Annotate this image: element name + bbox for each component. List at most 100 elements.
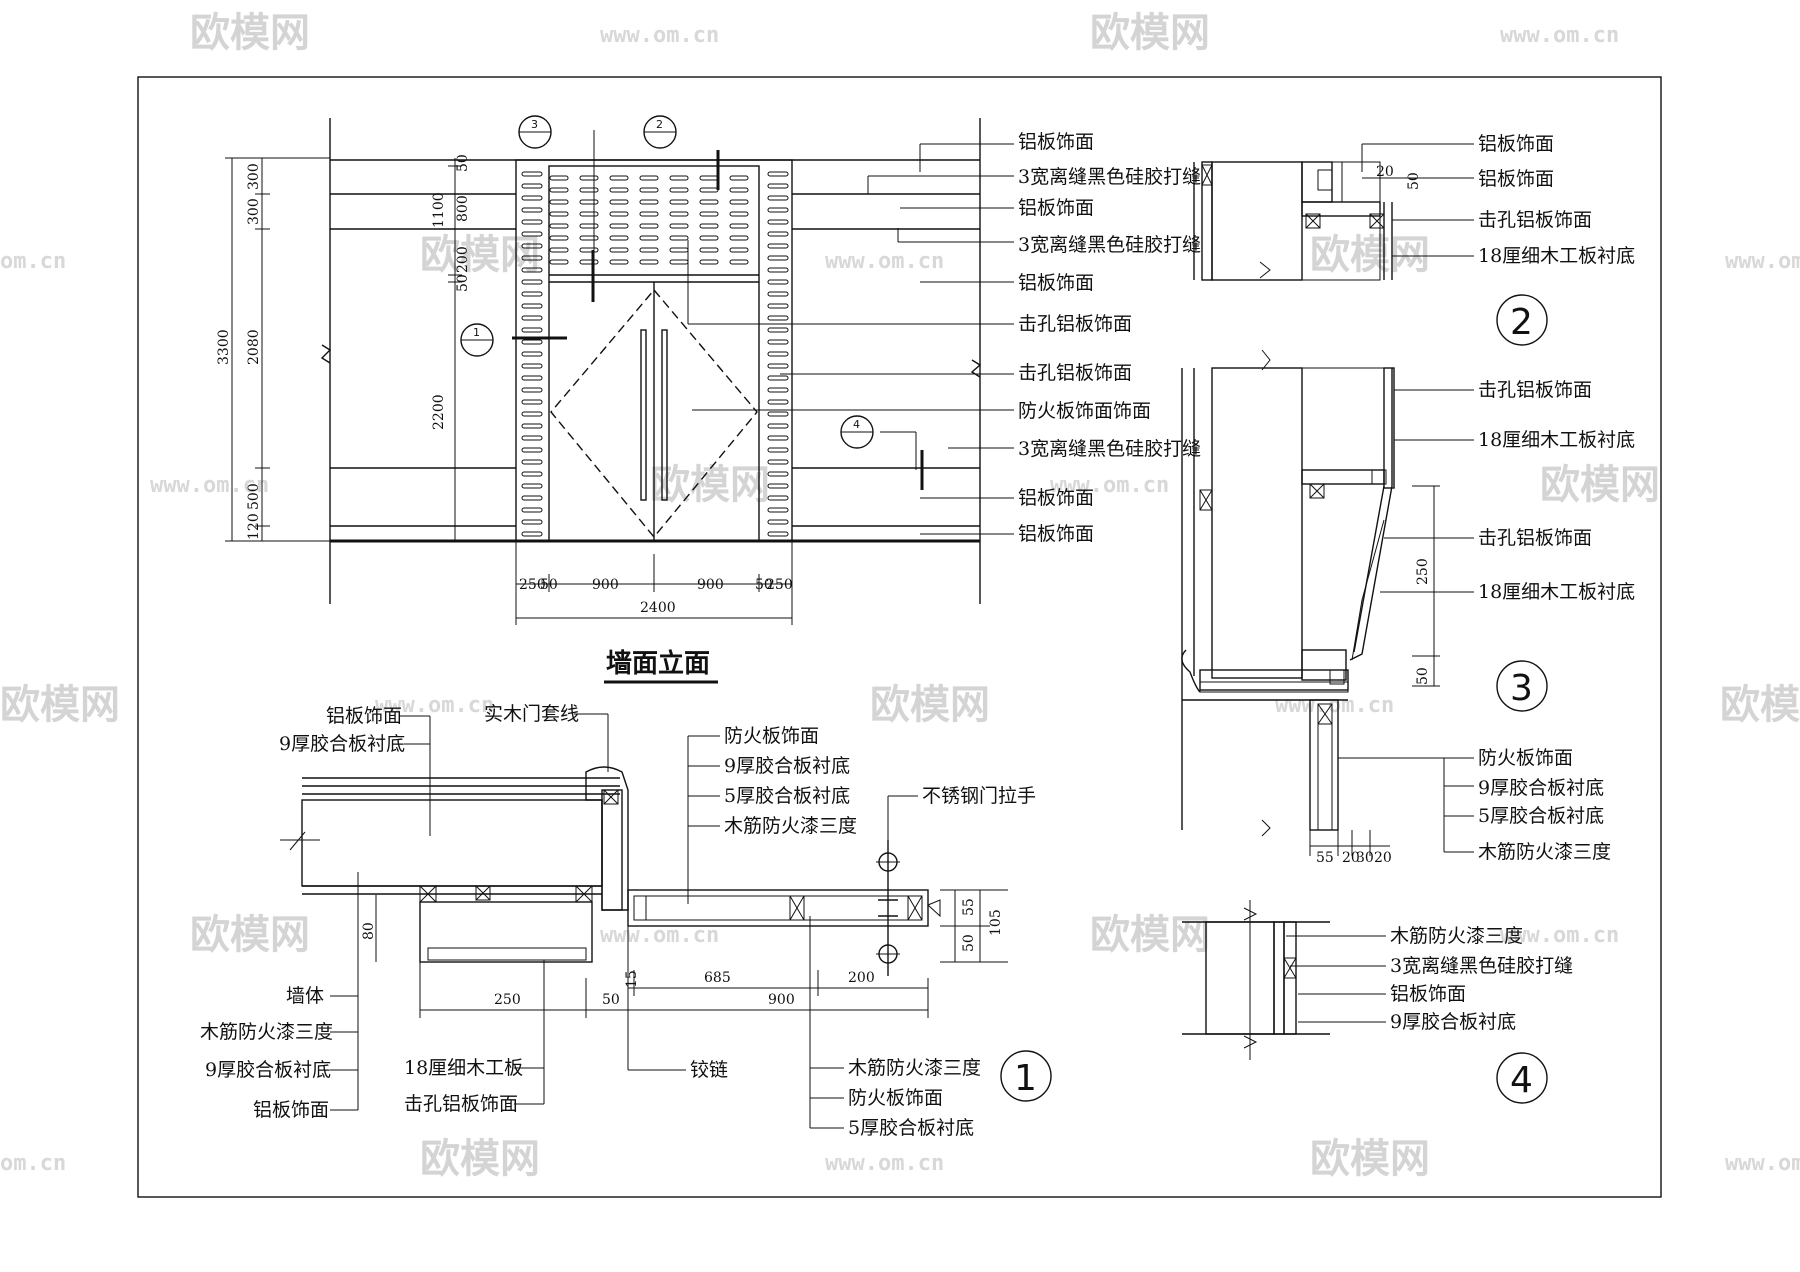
perforation-slot: [521, 363, 543, 369]
watermark-url: om.cn: [0, 1151, 66, 1176]
perforation-slot: [767, 471, 789, 477]
svg-text:欧模网: 欧模网: [0, 682, 120, 728]
perforation-slot: [609, 247, 629, 253]
svg-text:欧模网: 欧模网: [650, 462, 770, 508]
perforation-slot: [767, 243, 789, 249]
perforation-slot: [579, 259, 599, 265]
perforation-slot: [699, 259, 719, 265]
svg-text:3宽离缝黑色硅胶打缝: 3宽离缝黑色硅胶打缝: [1390, 955, 1573, 977]
detail-1: 1 80 250 50 900 15 685 200 55 50 105 铝板饰…: [200, 703, 1052, 1139]
watermark-url: www.om.cn: [375, 693, 494, 718]
detail-2: 20 50 铝板饰面 铝板饰面 击孔铝板饰面 18厘细木工板衬底 2: [1193, 133, 1635, 346]
perforation-slot: [767, 267, 789, 273]
watermark-logo: 欧模网: [1720, 682, 1800, 728]
svg-text:欧模网: 欧模网: [420, 1136, 540, 1182]
svg-text:300: 300: [246, 198, 262, 225]
perforation-slot: [521, 231, 543, 237]
perforation-slot: [521, 207, 543, 213]
perforation-slot: [767, 339, 789, 345]
perforation-slot: [767, 219, 789, 225]
perforation-slot: [767, 447, 789, 453]
watermark-logo: 欧模网: [1090, 912, 1210, 958]
elevation-bottom-dimensions: 250 50 900 900 50 250 2400: [515, 541, 793, 625]
svg-text:18厘细木工板衬底: 18厘细木工板衬底: [1478, 429, 1635, 451]
perforation-slot: [729, 235, 749, 241]
svg-text:墙体: 墙体: [286, 985, 324, 1007]
svg-text:9厚胶合板衬底: 9厚胶合板衬底: [205, 1059, 331, 1081]
watermark-logo: 欧模网: [0, 682, 120, 728]
svg-text:防火板饰面饰面: 防火板饰面饰面: [1018, 400, 1151, 422]
svg-text:9厚胶合板衬底: 9厚胶合板衬底: [724, 755, 850, 777]
wall-elevation: 3 2 1 4 3300: [216, 115, 1201, 684]
svg-text:50: 50: [455, 154, 471, 172]
watermark-url: www.om.cn: [600, 923, 719, 948]
svg-text:铝板饰面: 铝板饰面: [1390, 983, 1466, 1005]
svg-text:3宽离缝黑色硅胶打缝: 3宽离缝黑色硅胶打缝: [1018, 234, 1201, 256]
detail-4: 木筋防火漆三度 3宽离缝黑色硅胶打缝 铝板饰面 9厚胶合板衬底 4: [1182, 900, 1573, 1104]
perforation-slot: [729, 187, 749, 193]
svg-text:4: 4: [853, 418, 860, 431]
perforation-slot: [699, 211, 719, 217]
perforation-slot: [521, 315, 543, 321]
svg-text:50: 50: [455, 274, 471, 292]
svg-text:5厚胶合板衬底: 5厚胶合板衬底: [848, 1117, 974, 1139]
perforated-panel-right: [767, 171, 789, 537]
svg-text:3300: 3300: [216, 329, 232, 365]
watermark-url: www.om.cn: [150, 473, 269, 498]
watermark-logo: 欧模网: [420, 232, 540, 278]
watermark-url: www.om.cn: [600, 23, 719, 48]
perforation-slot: [521, 219, 543, 225]
perforation-slot: [729, 175, 749, 181]
perforation-slot: [639, 235, 659, 241]
perforation-slot: [767, 303, 789, 309]
perforation-slot: [521, 495, 543, 501]
svg-text:50: 50: [961, 934, 977, 952]
perforation-slot: [639, 223, 659, 229]
svg-text:木筋防火漆三度: 木筋防火漆三度: [848, 1057, 981, 1079]
svg-text:50: 50: [755, 577, 773, 593]
svg-text:3宽离缝黑色硅胶打缝: 3宽离缝黑色硅胶打缝: [1018, 166, 1201, 188]
watermark-url: www.om.cn: [1725, 249, 1800, 274]
svg-text:防火板饰面: 防火板饰面: [848, 1087, 943, 1109]
callout-2: 2: [643, 115, 677, 149]
watermarks: 欧模网 欧模网 欧模网 欧模网 欧模网 欧模网 欧模网 欧模网 欧模网 欧模网 …: [0, 10, 1800, 1182]
perforation-slot: [521, 279, 543, 285]
svg-text:击孔铝板饰面: 击孔铝板饰面: [1018, 313, 1132, 335]
svg-text:900: 900: [592, 577, 619, 593]
svg-text:击孔铝板饰面: 击孔铝板饰面: [404, 1093, 518, 1115]
watermark-url: om.cn: [0, 249, 66, 274]
perforation-slot: [521, 171, 543, 177]
svg-text:250: 250: [494, 992, 521, 1008]
svg-text:欧模网: 欧模网: [870, 682, 990, 728]
svg-text:欧模网: 欧模网: [420, 232, 540, 278]
perforation-slot: [669, 175, 689, 181]
watermark-logo: 欧模网: [420, 1136, 540, 1182]
watermark-url: www.om.cn: [825, 1151, 944, 1176]
svg-text:250: 250: [766, 577, 793, 593]
perforation-slot: [521, 411, 543, 417]
perforation-slot: [549, 259, 569, 265]
svg-text:铝板饰面: 铝板饰面: [1478, 168, 1554, 190]
perforation-slot: [521, 255, 543, 261]
detail-3-number: 3: [1510, 668, 1533, 709]
svg-text:欧模网: 欧模网: [1090, 912, 1210, 958]
svg-text:20: 20: [1374, 850, 1392, 866]
svg-text:3宽离缝黑色硅胶打缝: 3宽离缝黑色硅胶打缝: [1018, 438, 1201, 460]
perforation-slot: [729, 199, 749, 205]
svg-text:木筋防火漆三度: 木筋防火漆三度: [1390, 925, 1523, 947]
svg-text:9厚胶合板衬底: 9厚胶合板衬底: [1478, 777, 1604, 799]
svg-text:2200: 2200: [431, 394, 447, 430]
perforation-slot: [767, 375, 789, 381]
perforation-slot: [699, 175, 719, 181]
perforation-slot: [521, 387, 543, 393]
watermark-url: www.om.cn: [825, 249, 944, 274]
perforation-slot: [549, 235, 569, 241]
detail-3: 250 50 55 20 30 20 击孔铝板饰面 18厘细木工板衬底 击孔铝板…: [1181, 349, 1635, 866]
watermark-url: www.om.cn: [1500, 23, 1619, 48]
svg-text:5厚胶合板衬底: 5厚胶合板衬底: [724, 785, 850, 807]
perforation-slot: [521, 243, 543, 249]
perforation-slot: [699, 247, 719, 253]
detail-1-number: 1: [1014, 1058, 1037, 1099]
watermark-url: www.om.cn: [1500, 923, 1619, 948]
perforation-slot: [549, 223, 569, 229]
